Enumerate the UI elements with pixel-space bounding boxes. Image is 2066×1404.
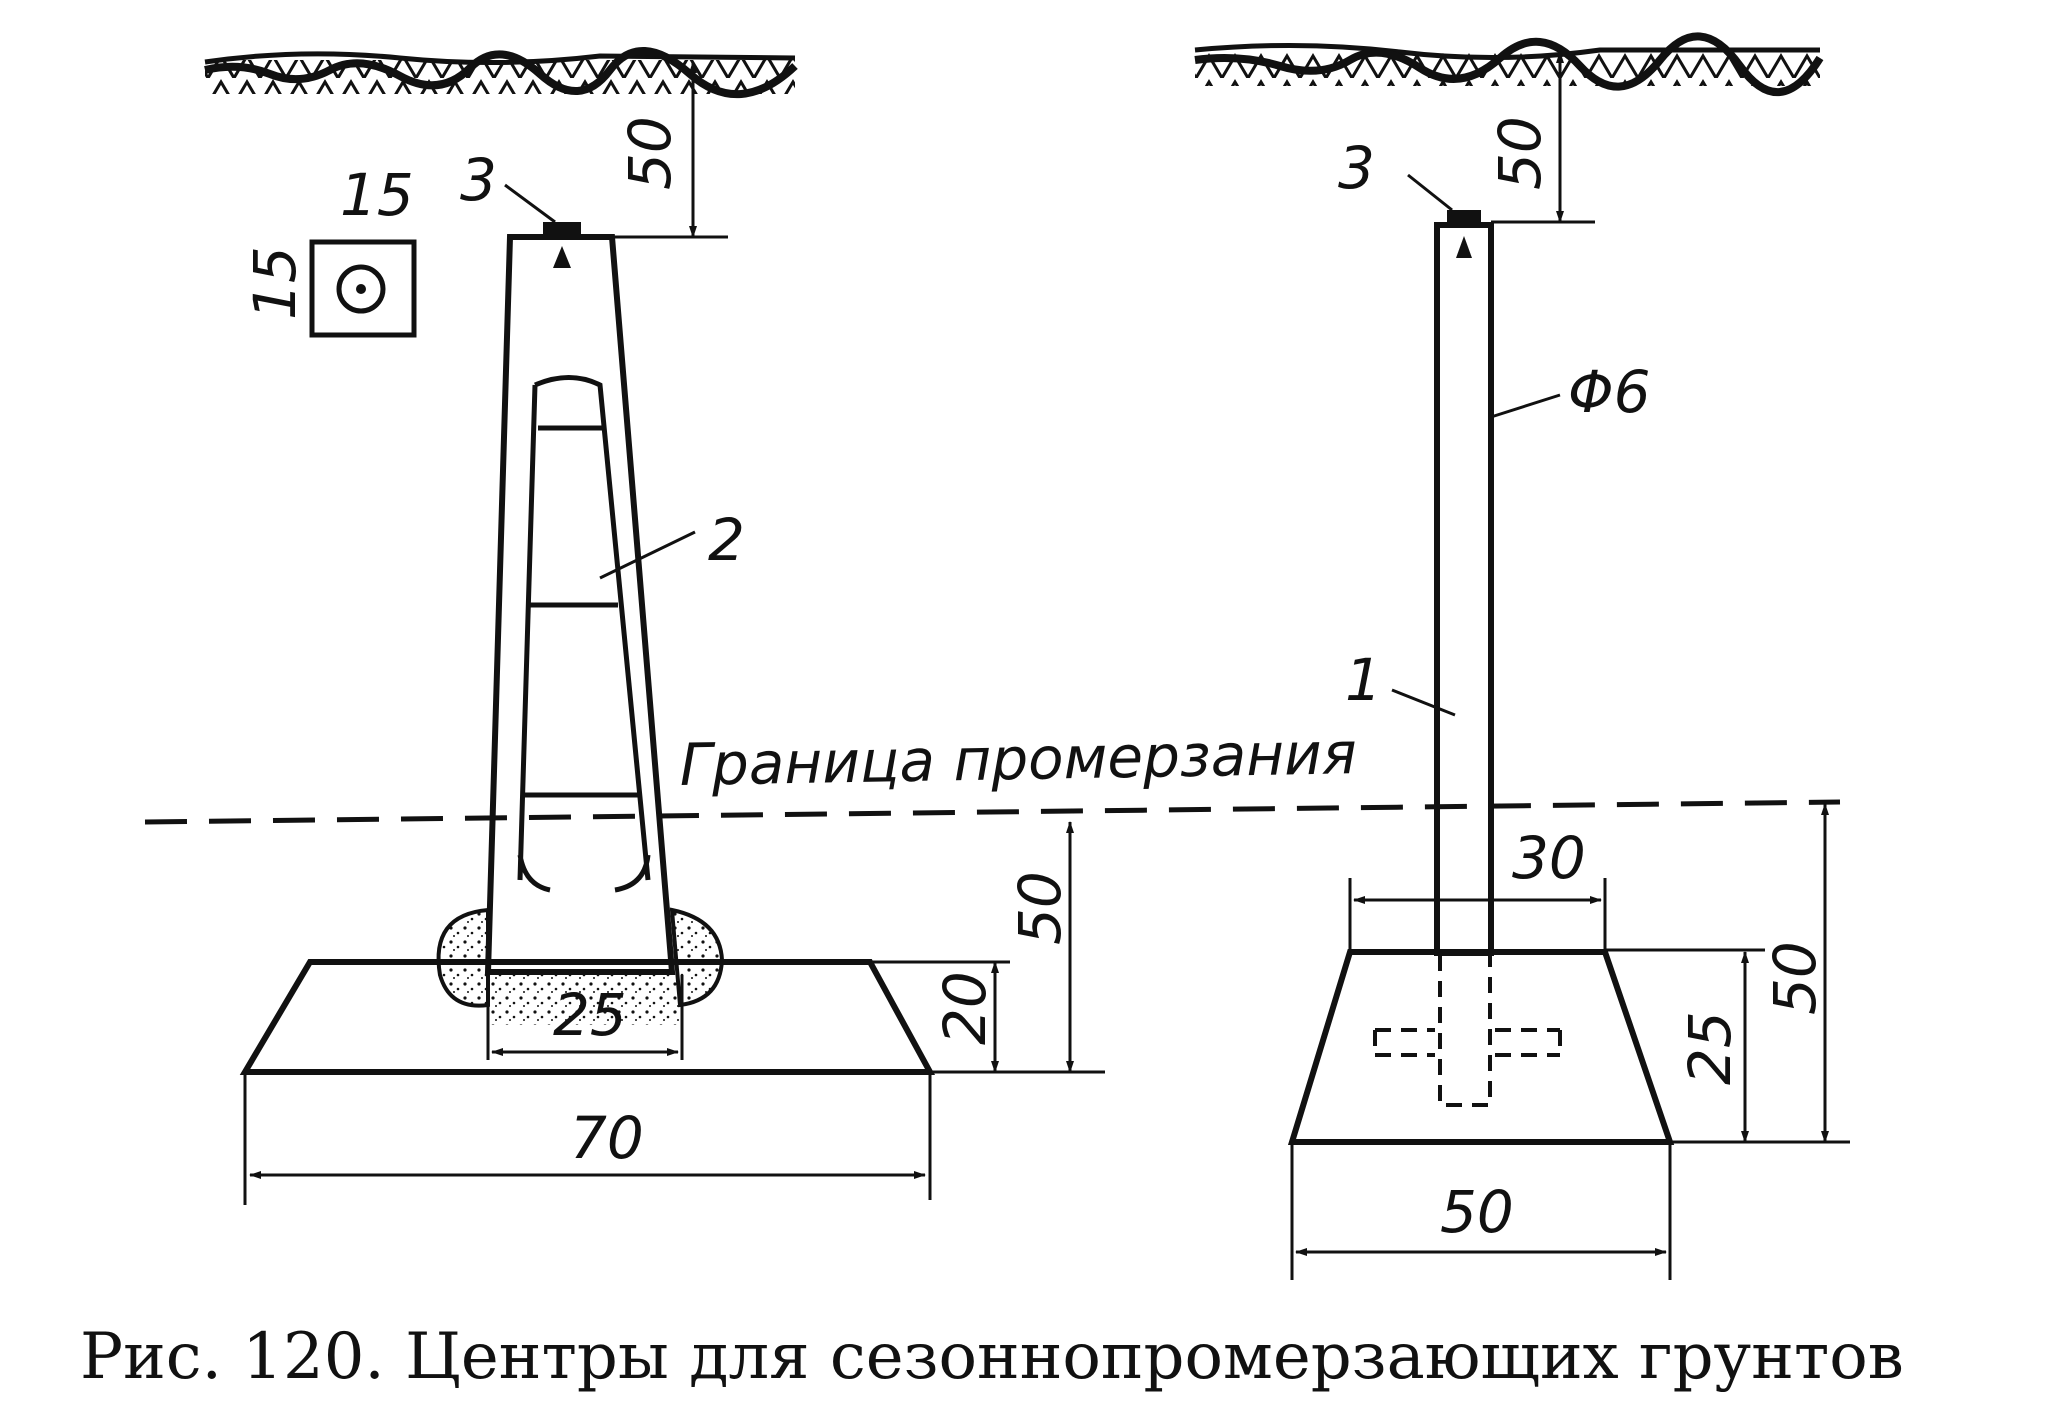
frost-depth-label-right: 50: [1761, 941, 1829, 1015]
ground-surface-left: [204, 46, 798, 98]
top-depth-label-right: 50: [1486, 116, 1554, 190]
survey-mark-icon-right: [1447, 210, 1481, 258]
rod-label: 1: [1345, 646, 1382, 714]
pillar-width-label: 25: [553, 981, 627, 1049]
pillar-outline: [484, 234, 676, 975]
top-width-label-right: 30: [1512, 824, 1586, 892]
base-height-label-right: 25: [1676, 1011, 1744, 1085]
frost-line-label: Граница промерзания: [679, 719, 1357, 799]
base-width-label-right: 50: [1440, 1178, 1514, 1246]
figure-caption: Рис. 120. Центры для сезоннопромерзающих…: [80, 1320, 1904, 1394]
base-width-label-left: 70: [570, 1104, 644, 1172]
frost-depth-label-left: 50: [1006, 871, 1074, 945]
rod-diameter-label: Φ6: [1568, 358, 1651, 426]
concrete-fill-left: [436, 907, 490, 1008]
top-depth-label-left: 50: [616, 116, 684, 190]
plate-width-label: 15: [340, 161, 414, 229]
survey-mark-icon-left: [543, 222, 581, 268]
frost-line: [144, 799, 1841, 825]
anchor-hidden: [1373, 955, 1562, 1107]
pillar-label: 2: [708, 506, 745, 574]
plate-icon: [309, 239, 417, 338]
base-block-right: [1287, 949, 1675, 1145]
base-height-label-left: 20: [931, 971, 999, 1045]
mark-label-right: 3: [1338, 134, 1375, 202]
reinforcement-cage: [517, 375, 651, 893]
mark-label-left: 3: [460, 146, 497, 214]
ground-surface-right: [1194, 32, 1824, 96]
left-center: 3 15 15 50 2 50 20 25 70: [204, 46, 1105, 1205]
right-center: 3 50 Φ6 1 30 25 50 50: [1194, 32, 1850, 1280]
concrete-fill-bottom: [490, 975, 682, 1025]
plate-height-label: 15: [241, 246, 309, 320]
rod-outline: [1434, 222, 1494, 956]
